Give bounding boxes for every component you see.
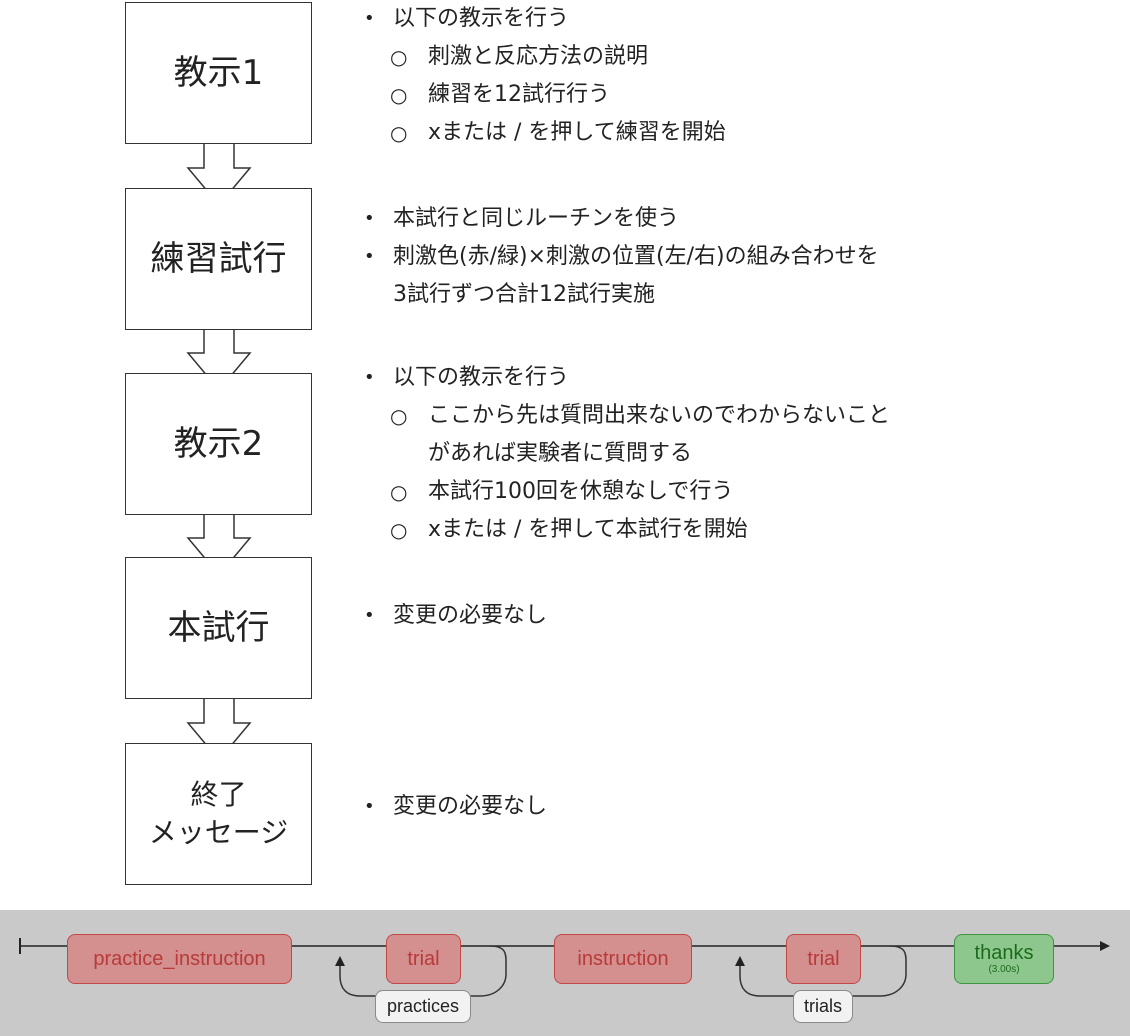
stage-label: 本試行 <box>167 607 270 648</box>
notes-instruction1: •以下の教示を行う ○刺激と反応方法の説明 ○練習を12試行行う ○xまたは /… <box>360 0 980 152</box>
note-line: ○練習を12試行行う <box>360 76 980 114</box>
note-line: •本試行と同じルーチンを使う <box>360 200 980 238</box>
note-line: ○ここから先は質問出来ないのでわからないこと <box>360 397 980 435</box>
bullet-dot-icon: • <box>364 8 375 29</box>
bullet-circle-icon: ○ <box>390 404 408 428</box>
note-line: •変更の必要なし <box>360 788 980 826</box>
experiment-flow-panel: practice_instruction trial instruction t… <box>0 910 1130 1036</box>
routine-thanks[interactable]: thanks (3.00s) <box>954 934 1054 984</box>
loop-trials-arrow-icon <box>735 956 745 966</box>
bullet-dot-icon: • <box>364 796 375 817</box>
note-line: ○xまたは / を押して本試行を開始 <box>360 511 980 549</box>
stage-box-practice: 練習試行 <box>125 188 312 330</box>
notes-end-message: •変更の必要なし <box>360 788 980 826</box>
stage-label: 練習試行 <box>150 238 287 279</box>
note-line: ○刺激と反応方法の説明 <box>360 38 980 76</box>
stage-label: 教示2 <box>173 423 264 464</box>
bullet-dot-icon: • <box>364 246 375 267</box>
bullet-circle-icon: ○ <box>390 480 408 504</box>
stage-box-instruction2: 教示2 <box>125 373 312 515</box>
stage-label-line2: メッセージ <box>148 816 289 849</box>
note-line: ○xまたは / を押して練習を開始 <box>360 114 980 152</box>
notes-main-trials: •変更の必要なし <box>360 597 980 635</box>
stage-box-main-trials: 本試行 <box>125 557 312 699</box>
bullet-dot-icon: • <box>364 605 375 626</box>
bullet-circle-icon: ○ <box>390 518 408 542</box>
loop-practices-path <box>339 945 507 997</box>
routine-trial-practice[interactable]: trial <box>386 934 461 984</box>
note-line-continued: があれば実験者に質問する <box>428 441 693 466</box>
loop-trials-path <box>739 945 907 997</box>
bullet-circle-icon: ○ <box>390 121 408 145</box>
note-line-continued: 3試行ずつ合計12試行実施 <box>393 282 655 307</box>
stage-box-instruction1: 教示1 <box>125 2 312 144</box>
notes-instruction2: •以下の教示を行う ○ここから先は質問出来ないのでわからないこと があれば実験者… <box>360 359 980 549</box>
note-line: •以下の教示を行う <box>360 359 980 397</box>
note-line: •変更の必要なし <box>360 597 980 635</box>
routine-practice-instruction[interactable]: practice_instruction <box>67 934 292 984</box>
note-line: ○本試行100回を休憩なしで行う <box>360 473 980 511</box>
routine-thanks-label: thanks <box>974 942 1034 964</box>
bullet-circle-icon: ○ <box>390 45 408 69</box>
notes-practice: •本試行と同じルーチンを使う •刺激色(赤/緑)×刺激の位置(左/右)の組み合わ… <box>360 200 980 314</box>
loop-practices-arrow-icon <box>335 956 345 966</box>
bullet-dot-icon: • <box>364 208 375 229</box>
timeline-end-arrow-icon <box>1100 941 1110 951</box>
routine-trial-main[interactable]: trial <box>786 934 861 984</box>
note-line: •以下の教示を行う <box>360 0 980 38</box>
note-line: •刺激色(赤/緑)×刺激の位置(左/右)の組み合わせを <box>360 238 980 276</box>
stage-label: 教示1 <box>173 52 264 93</box>
routine-instruction[interactable]: instruction <box>554 934 692 984</box>
stage-label-line1: 終了 <box>190 778 247 812</box>
routine-thanks-duration: (3.00s) <box>988 964 1020 975</box>
bullet-dot-icon: • <box>364 367 375 388</box>
loop-trials-label[interactable]: trials <box>793 990 853 1023</box>
stage-box-end-message: 終了 メッセージ <box>125 743 312 885</box>
loop-practices-label[interactable]: practices <box>375 990 471 1023</box>
bullet-circle-icon: ○ <box>390 83 408 107</box>
